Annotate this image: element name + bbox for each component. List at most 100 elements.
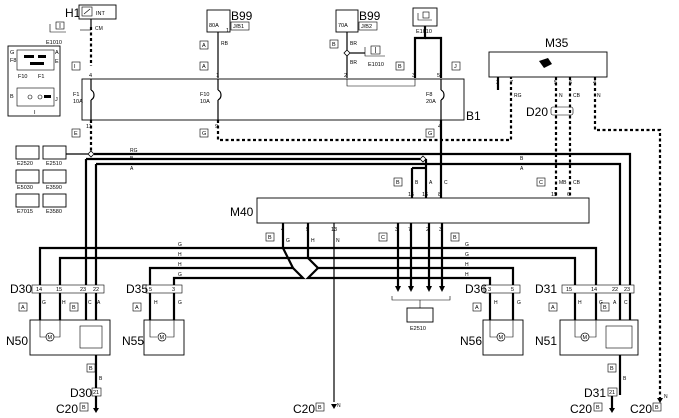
svg-text:23: 23 [80, 287, 86, 293]
svg-text:21: 21 [609, 390, 615, 396]
svg-text:B: B [82, 405, 86, 411]
svg-text:4: 4 [89, 73, 92, 79]
svg-text:H: H [62, 300, 66, 306]
svg-text:H: H [465, 272, 469, 278]
svg-text:4: 4 [438, 124, 441, 130]
svg-text:H: H [178, 252, 182, 258]
svg-text:16: 16 [422, 192, 428, 198]
svg-text:B: B [268, 235, 272, 241]
svg-text:B: B [318, 405, 322, 411]
svg-text:9: 9 [215, 124, 218, 130]
h1-sub-label: INT [96, 11, 106, 17]
wiper-icon [539, 58, 552, 68]
svg-text:I: I [74, 64, 76, 70]
svg-text:21: 21 [93, 390, 99, 396]
svg-text:CB: CB [573, 180, 581, 186]
svg-text:BR: BR [350, 60, 357, 66]
h1-switch-box [78, 4, 117, 20]
svg-text:B: B [72, 305, 76, 311]
svg-text:B: B [596, 405, 600, 411]
svg-text:10A: 10A [73, 99, 83, 105]
svg-text:CM: CM [95, 26, 103, 32]
b1-fusebox [81, 78, 465, 121]
svg-text:N: N [559, 93, 563, 99]
svg-text:B: B [415, 180, 419, 186]
m40-box [256, 197, 590, 224]
svg-text:E: E [55, 59, 59, 65]
motor-icon: M [39, 320, 103, 349]
svg-text:C: C [624, 300, 628, 306]
svg-text:B: B [89, 366, 93, 372]
n51-label: N51 [535, 334, 557, 348]
svg-text:A: A [551, 305, 555, 311]
d30-label: D30 [10, 282, 32, 296]
d36-label: D36 [465, 282, 487, 296]
svg-text:5: 5 [511, 287, 514, 293]
svg-text:H: H [178, 262, 182, 268]
svg-text:CB: CB [573, 93, 581, 99]
b99-jb1-label: B99 [231, 9, 253, 23]
svg-text:15: 15 [408, 192, 414, 198]
legend-panel: E2520 E2510 E5030 E3590 E7015 E3580 [15, 145, 67, 215]
svg-text:M: M [583, 335, 588, 341]
svg-text:2: 2 [344, 73, 347, 79]
battery-plus-icon [364, 45, 385, 57]
svg-text:E7015: E7015 [17, 209, 33, 215]
svg-text:N: N [336, 238, 340, 244]
svg-text:3: 3 [172, 287, 175, 293]
fusebox-inset: G A F8 E F10 F1 B J I [7, 45, 61, 117]
svg-text:M: M [160, 335, 165, 341]
svg-text:20A: 20A [426, 99, 436, 105]
svg-text:B: B [655, 405, 659, 411]
svg-text:F8: F8 [426, 92, 432, 98]
motor-icon: M [489, 320, 514, 342]
svg-text:5: 5 [437, 73, 440, 79]
fuse-f10: F10 10A [200, 79, 222, 120]
svg-text:G: G [517, 300, 521, 306]
d35-label: D35 [126, 282, 148, 296]
svg-text:A: A [520, 166, 524, 172]
svg-text:F8: F8 [10, 58, 16, 64]
svg-text:G: G [465, 252, 469, 258]
n55-label: N55 [122, 334, 144, 348]
e1010-label-left: E1010 [46, 40, 62, 46]
svg-text:J: J [55, 97, 58, 103]
svg-text:C: C [88, 300, 92, 306]
fuse-f1: F1 10A [73, 79, 95, 120]
svg-text:G: G [178, 242, 182, 248]
svg-text:N: N [337, 403, 341, 409]
svg-text:22: 22 [93, 287, 99, 293]
svg-text:A: A [130, 166, 134, 172]
svg-text:B: B [99, 376, 103, 382]
switch-icon [81, 6, 93, 17]
battery-plus-icon [412, 7, 438, 27]
svg-text:E2510: E2510 [46, 161, 62, 167]
svg-text:E3580: E3580 [46, 209, 62, 215]
svg-text:E5030: E5030 [17, 185, 33, 191]
b1-label: B1 [466, 109, 481, 123]
svg-text:B: B [603, 305, 607, 311]
svg-text:G: G [10, 50, 14, 56]
c20-label: C20 [56, 402, 78, 416]
svg-text:G: G [42, 300, 46, 306]
m35-label: M35 [545, 36, 569, 50]
svg-text:MB: MB [559, 180, 567, 186]
svg-text:22: 22 [612, 287, 618, 293]
svg-text:J/B2: J/B2 [361, 24, 372, 30]
svg-text:A: A [202, 43, 206, 49]
svg-text:E: E [74, 131, 78, 137]
b99-jb2-label: B99 [359, 9, 381, 23]
svg-text:M: M [499, 335, 504, 341]
m40-label: M40 [230, 205, 254, 219]
svg-text:11: 11 [86, 124, 92, 130]
svg-text:F1: F1 [73, 92, 79, 98]
svg-text:M: M [48, 335, 53, 341]
svg-text:14: 14 [591, 287, 597, 293]
svg-text:A: A [97, 300, 101, 306]
svg-text:C: C [539, 180, 543, 186]
svg-text:F10: F10 [18, 74, 27, 80]
svg-text:5: 5 [149, 287, 152, 293]
svg-text:14: 14 [36, 287, 42, 293]
svg-text:C: C [444, 180, 448, 186]
